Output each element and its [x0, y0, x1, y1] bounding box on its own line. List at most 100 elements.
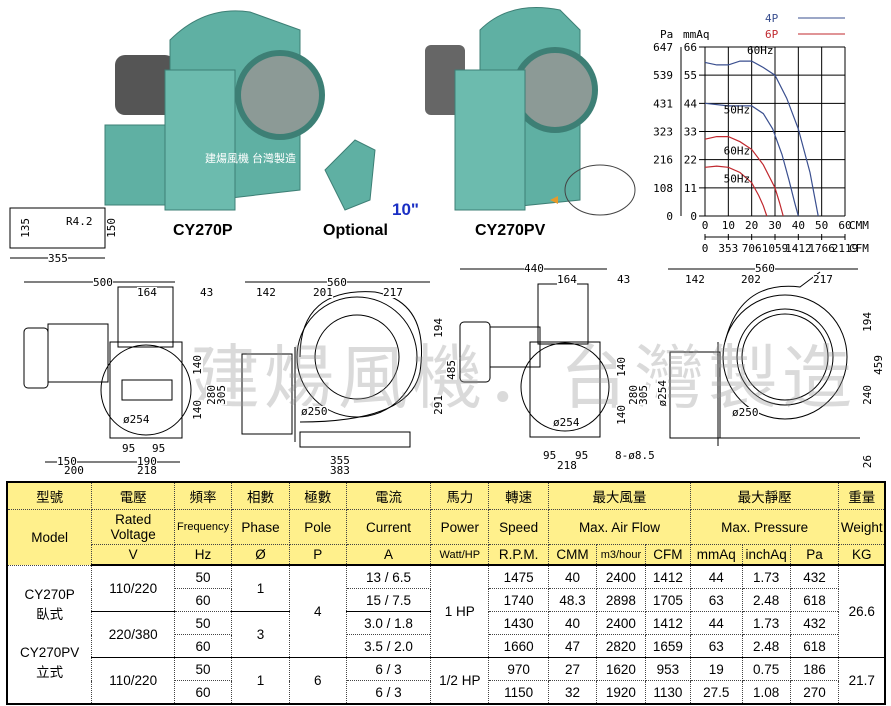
model-cell: CY270P 臥式 CY270PV 立式	[6, 564, 93, 705]
dim-pv-95a: 95	[543, 449, 557, 462]
rpm-cell: 1740	[488, 588, 550, 612]
m3h-cell: 2400	[595, 611, 646, 635]
th-airflow: Max. Air Flow	[548, 509, 691, 545]
dim-pvf-26: 26	[861, 455, 874, 469]
y-tick-pa: 539	[653, 69, 673, 82]
dim-pb-355: 355	[330, 454, 350, 467]
cy270pv-photo	[425, 7, 636, 216]
th-power: Power	[430, 509, 490, 545]
dim-pv-440: 440	[524, 262, 544, 275]
phase-cell: 1	[231, 564, 290, 612]
hz-cell: 50	[174, 564, 233, 589]
mmaq-cell: 19	[689, 657, 743, 681]
unit-pole: P	[288, 544, 347, 566]
th-zh-power: 馬力	[430, 481, 490, 510]
current-cell: 3.5 / 2.0	[345, 634, 432, 658]
dim-p-305: 305	[215, 385, 228, 405]
th-zh-frequency: 頻率	[174, 481, 233, 510]
rpm-cell: 1430	[488, 611, 550, 635]
header-row-zh: 型號 電壓 頻率 相數 極數 電流 馬力 轉速 最大風量 最大靜壓 重量	[6, 481, 886, 510]
x-tick-cmm: 20	[745, 219, 758, 232]
inaq-cell: 1.73	[741, 564, 791, 589]
x-tick-cfm: 2119	[832, 242, 859, 255]
pa-cell: 186	[789, 657, 840, 681]
th-speed: Speed	[488, 509, 550, 545]
voltage-cell: 220/380	[91, 611, 176, 658]
dim-p-150: 150	[57, 455, 77, 468]
dim-p-140b: 140	[191, 400, 204, 420]
phase-cell: 1	[231, 657, 290, 705]
dim-pvf-560: 560	[755, 262, 775, 275]
caption-cy270p: CY270P	[173, 222, 233, 239]
series-label: 50Hz	[724, 173, 751, 186]
y-tick-mmaq: 0	[690, 210, 697, 223]
pa-cell: 432	[789, 564, 840, 589]
header-row-units: V Hz Ø P A Watt/HP R.P.M. CMM m3/hour CF…	[7, 544, 886, 566]
current-cell: 6 / 3	[345, 680, 432, 705]
series-line	[704, 136, 784, 217]
series-line	[704, 165, 768, 217]
unit-power: Watt/HP	[430, 544, 490, 566]
unit-v: V	[91, 544, 176, 566]
unit-cmm: CMM	[548, 544, 597, 566]
rpm-cell: 1660	[488, 634, 550, 658]
x-axis-label: CMM	[849, 219, 869, 232]
caption-size: 10"	[392, 200, 419, 219]
dim-p-95b: 95	[152, 442, 166, 455]
unit-pa: Pa	[789, 544, 840, 566]
current-cell: 15 / 7.5	[345, 588, 432, 612]
voltage-cell: 110/220	[91, 564, 176, 612]
unit-m3h: m3/hour	[595, 544, 646, 566]
watermark: 建煬風機．台灣製造	[190, 337, 856, 419]
dim-pf-201: 201	[313, 286, 333, 299]
product-photos	[9, 7, 636, 259]
x-tick-cfm: 1766	[808, 242, 835, 255]
series-label: 60Hz	[747, 44, 774, 57]
flange-h1: 135	[19, 218, 32, 238]
model-pv-zh: 立式	[36, 665, 64, 681]
y-tick-pa: 647	[653, 41, 673, 54]
logo-badge: 建煬風機 台灣製造	[205, 153, 297, 165]
m3h-cell: 1620	[595, 657, 646, 681]
x-tick-cfm: 1059	[762, 242, 789, 255]
y-tick-mmaq: 44	[684, 97, 698, 110]
y-tick-pa: 108	[653, 182, 673, 195]
model-p: CY270P	[24, 587, 75, 603]
dim-p-164: 164	[137, 286, 157, 299]
th-zh-current: 電流	[345, 481, 432, 510]
unit-phase: Ø	[231, 544, 290, 566]
spec-table: 型號 電壓 頻率 相數 極數 電流 馬力 轉速 最大風量 最大靜壓 重量 Mod…	[6, 481, 886, 705]
pole-cell: 4	[288, 564, 347, 658]
dim-pvf-142: 142	[685, 273, 705, 286]
th-zh-speed: 轉速	[488, 481, 550, 510]
th-zh-model: 型號	[6, 481, 93, 510]
hz-cell: 50	[174, 657, 233, 681]
x-tick-cmm: 60	[838, 219, 851, 232]
weight-cell: 26.6	[838, 564, 886, 658]
caption-optional: Optional	[323, 222, 388, 239]
pa-cell: 270	[789, 680, 840, 705]
pa-cell: 618	[789, 634, 840, 658]
m3h-cell: 2400	[595, 564, 646, 589]
flange-width: 355	[48, 252, 68, 265]
cmm-cell: 47	[548, 634, 597, 658]
mmaq-cell: 63	[689, 634, 743, 658]
y-tick-mmaq: 33	[684, 126, 697, 139]
x2-axis-label: CFM	[849, 242, 869, 255]
model-p-zh: 臥式	[36, 607, 64, 623]
table-row: 60 15 / 7.5 1740 48.3 2898 1705 63 2.48 …	[7, 588, 885, 612]
dim-pv-holes: 8-ø8.5	[615, 449, 655, 462]
y-tick-pa: 216	[653, 154, 673, 167]
dim-p-140a: 140	[191, 355, 204, 375]
dim-pv-140b: 140	[615, 405, 628, 425]
rpm-cell: 970	[488, 657, 550, 681]
cfm-cell: 1412	[644, 611, 691, 635]
inaq-cell: 1.73	[741, 611, 791, 635]
flange-radius: R4.2	[66, 215, 93, 228]
mmaq-cell: 44	[689, 611, 743, 635]
dim-pv-43: 43	[617, 273, 631, 286]
cfm-cell: 1412	[644, 564, 691, 589]
dim-pf-142: 142	[256, 286, 276, 299]
drawing-p-front	[241, 281, 430, 448]
